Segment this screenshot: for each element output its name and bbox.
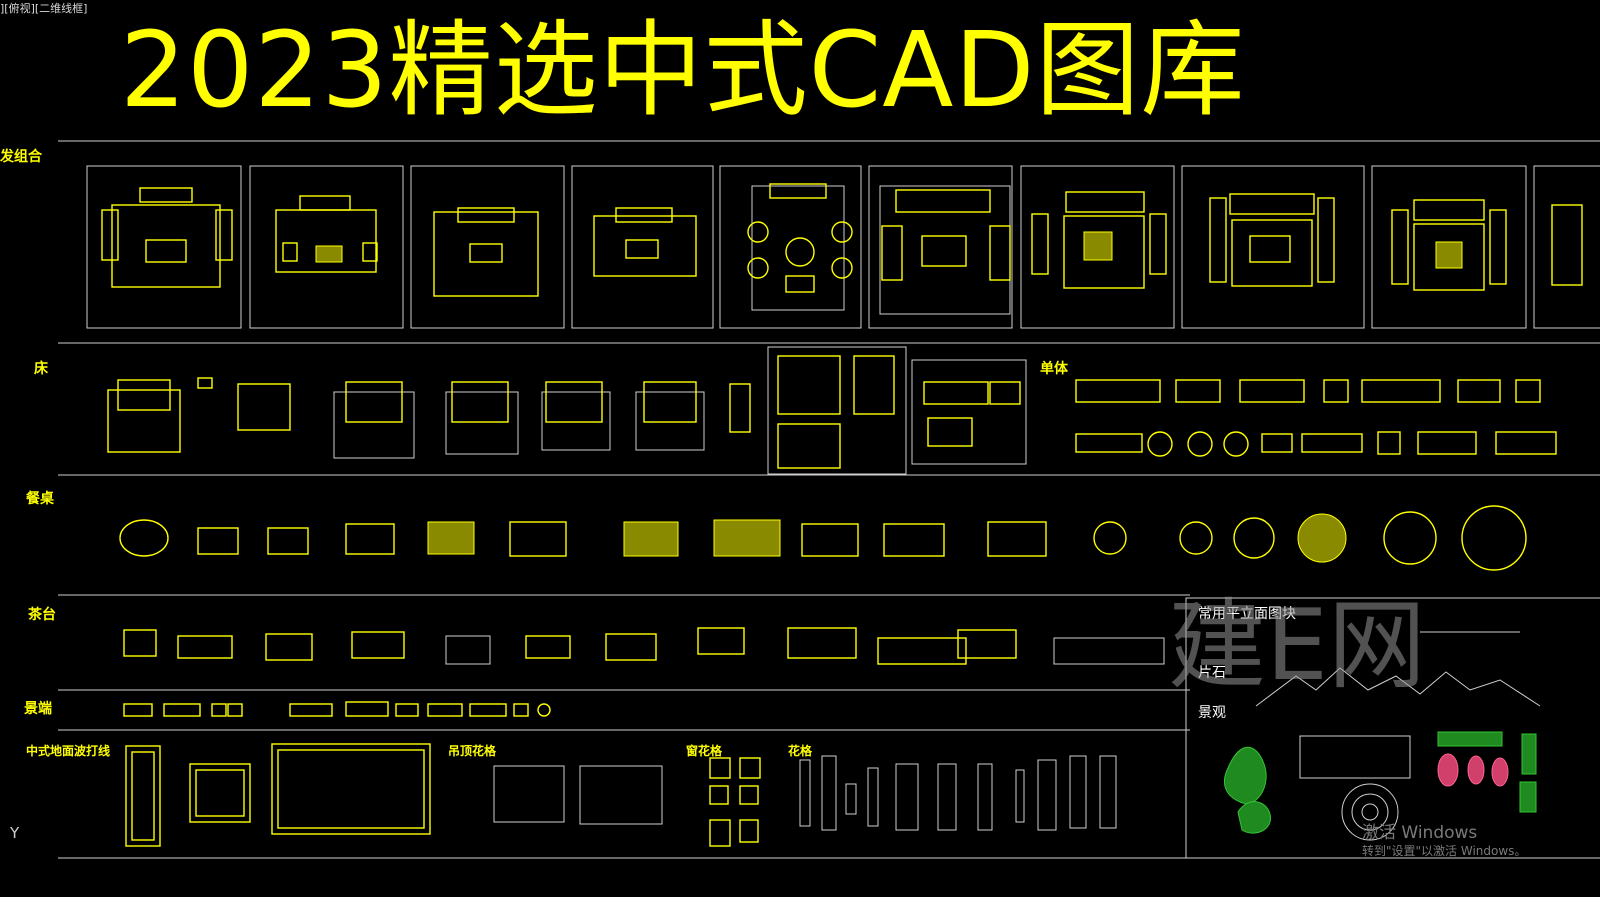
ucs-y-axis-icon: Y	[10, 824, 20, 842]
section-label-lattice: 花格	[788, 744, 813, 758]
section-label-scenery: 景观	[1198, 705, 1226, 721]
section-label-dining: 餐桌	[26, 491, 54, 507]
section-label-floor-pattern: 中式地面波打线	[26, 744, 111, 758]
section-label-sofa: 发组合	[0, 149, 42, 165]
bed-drawings[interactable]	[107, 346, 1027, 475]
page-title: 2023精选中式CAD图库	[120, 9, 1246, 131]
common-blocks-panel[interactable]	[1185, 597, 1600, 859]
windows-activation-subtext: 转到"设置"以激活 Windows。	[1362, 844, 1527, 858]
tea-table-drawings[interactable]	[123, 627, 1165, 665]
section-label-single: 单体	[1040, 361, 1068, 377]
dining-table-drawings[interactable]	[119, 505, 1527, 571]
single-furniture-drawings[interactable]	[1075, 379, 1557, 457]
section-label-bed: 床	[34, 361, 48, 377]
section-label-rock: 片石	[1198, 665, 1226, 681]
landscape-end-drawings[interactable]	[123, 701, 551, 717]
viewport-label[interactable]: ][俯视][二维线框]	[0, 2, 88, 15]
section-label-landscape-end: 景端	[24, 701, 52, 717]
section-label-common-blocks: 常用平立面图块	[1198, 606, 1296, 622]
sofa-block-drawings[interactable]	[101, 183, 1583, 315]
pattern-drawings[interactable]	[125, 743, 1117, 847]
section-label-ceiling-pattern: 吊顶花格	[448, 744, 497, 758]
row-separators	[58, 140, 1600, 859]
section-label-tea: 茶台	[28, 607, 56, 623]
windows-activation-notice: 激活 Windows	[1362, 823, 1478, 843]
watermark-logo: 建E网	[1168, 589, 1426, 703]
sofa-block-frames	[86, 165, 1600, 329]
section-label-window-grille: 窗花格	[686, 744, 723, 758]
